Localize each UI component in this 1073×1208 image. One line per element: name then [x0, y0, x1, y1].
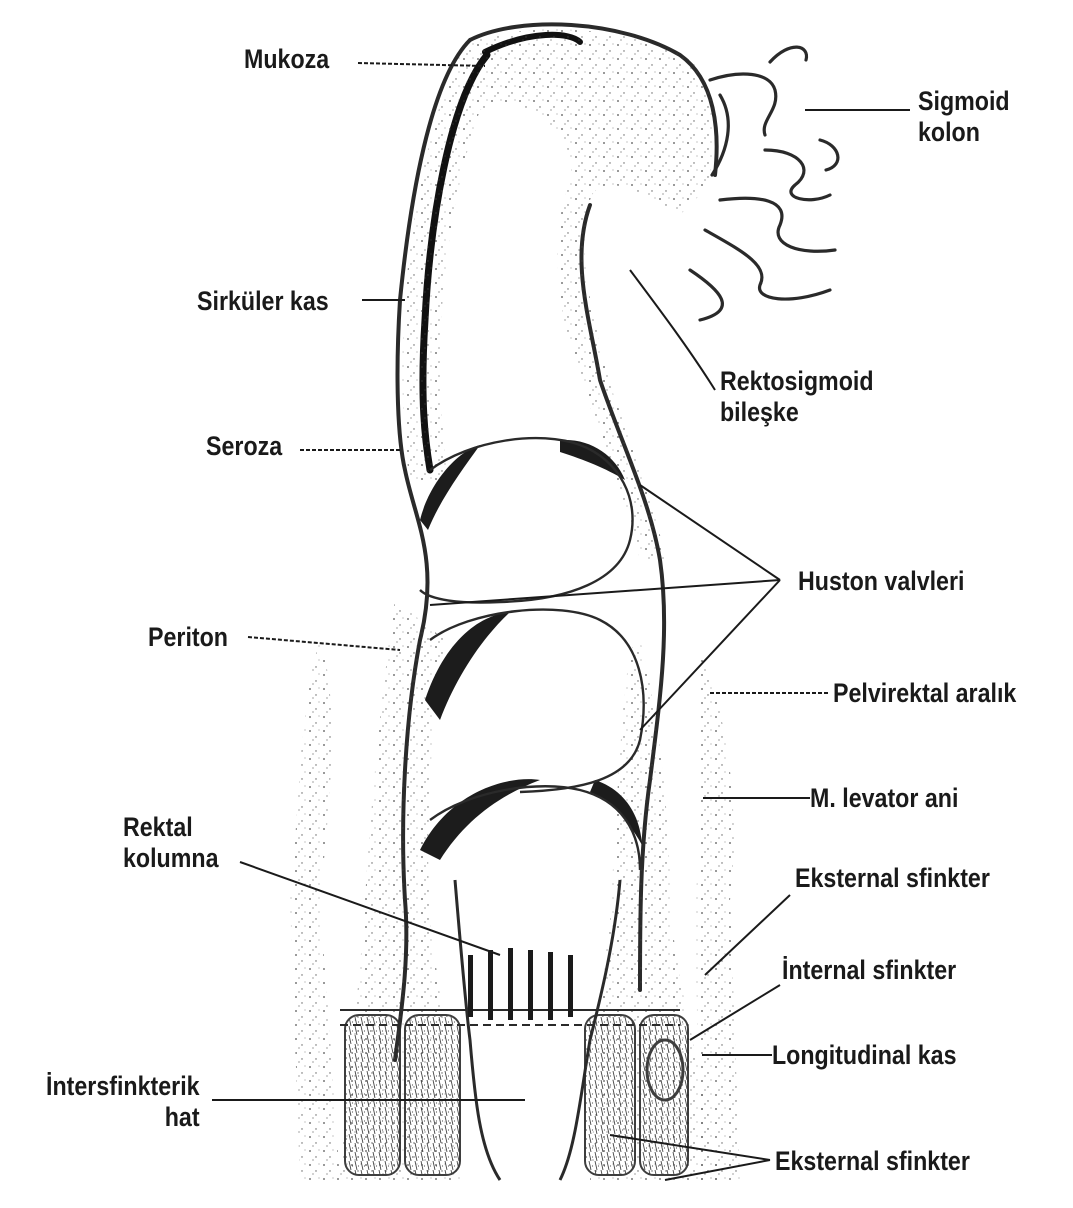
label-sigmoid-kolon: Sigmoid kolon — [918, 86, 1010, 148]
label-rektal-kolumna: Rektal kolumna — [123, 812, 218, 874]
sigmoid-colon-coils — [690, 47, 838, 320]
label-eksternal-sfinkter-upper: Eksternal sfinkter — [795, 863, 990, 894]
label-periton: Periton — [148, 622, 228, 653]
label-intersfinkterik-hat: İntersfinkterik hat — [46, 1071, 200, 1133]
label-mukoza: Mukoza — [244, 44, 329, 75]
label-rektosigmoid-bileske: Rektosigmoid bileşke — [720, 366, 874, 428]
label-internal-sfinkter: İnternal sfinkter — [782, 955, 956, 986]
label-sirkuler-kas: Sirküler kas — [197, 286, 329, 317]
label-m-levator-ani: M. levator ani — [810, 783, 958, 814]
label-longitudinal-kas: Longitudinal kas — [772, 1040, 956, 1071]
label-pelvirektal-aralik: Pelvirektal aralık — [833, 678, 1016, 709]
houston-valves — [420, 440, 642, 860]
label-seroza: Seroza — [206, 431, 282, 462]
label-eksternal-sfinkter-lower: Eksternal sfinkter — [775, 1146, 970, 1177]
rectal-wall-texture — [290, 29, 740, 1180]
label-huston-valvleri: Huston valvleri — [798, 566, 964, 597]
